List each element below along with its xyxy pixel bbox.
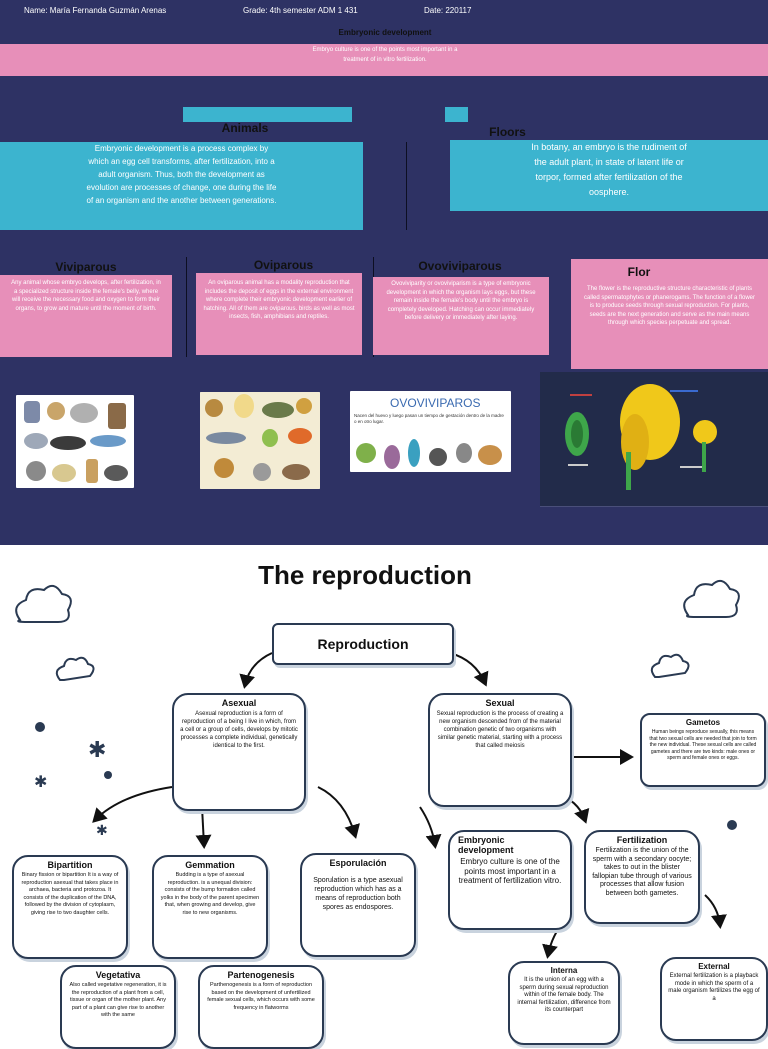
sexual-node: Sexual Sexual reproduction is the proces… <box>428 693 572 807</box>
intro-text: Embryo culture is one of the points most… <box>312 47 458 63</box>
esporulacion-text: Sporulation is a type asexual reproducti… <box>313 877 403 911</box>
esporulacion-title: Esporulación <box>329 858 387 868</box>
vegetativa-text: Also called vegetative regeneration, it … <box>69 982 167 1018</box>
embryonic-development-slide: Name: María Fernanda Guzmán Arenas Grade… <box>0 0 768 545</box>
diagram-connectors: ✱ ✱ ✱ <box>15 579 740 959</box>
asexual-title: Asexual <box>221 698 257 708</box>
dot-icon <box>35 722 45 732</box>
oviparous-text: An oviparous animal has a modality repro… <box>203 280 355 320</box>
oviparous-box: An oviparous animal has a modality repro… <box>196 273 362 355</box>
floors-tab <box>445 107 468 122</box>
esporulacion-node: Esporulación Sporulation is a type asexu… <box>300 853 416 957</box>
floors-label: Floors <box>489 125 526 139</box>
star-icon: ✱ <box>96 823 108 839</box>
partenogenesis-node: Partenogenesis Parthenogenesis is a form… <box>198 965 324 1049</box>
animals-text: Embryonic development is a process compl… <box>86 144 277 205</box>
floors-text: In botany, an embryo is the rudiment of … <box>531 142 687 197</box>
embryonic-text: Embryo culture is one of the points most… <box>458 857 562 885</box>
fertilization-title: Fertilization <box>616 835 668 845</box>
viviparous-box: Any animal whose embryo develops, after … <box>0 275 172 357</box>
intro-bar <box>0 44 768 76</box>
oviparous-animals-image <box>200 392 320 489</box>
embryonic-node: Embryonic development Embryo culture is … <box>448 830 572 930</box>
partenogenesis-text: Parthenogenesis is a form of reproductio… <box>207 982 315 1011</box>
cloud-icon <box>683 579 740 618</box>
animals-tab <box>183 107 352 122</box>
divider-line <box>406 142 407 230</box>
diagram-title: The reproduction <box>258 560 472 590</box>
interna-text: It is the union of an egg with a sperm d… <box>517 977 611 1013</box>
ovoviviparos-caption: Nacen del huevo y luego pasan un tiempo … <box>354 413 504 424</box>
divider-line <box>540 506 768 507</box>
ovoviviparous-animals-image: OVOVIVIPAROS Nacen del huevo y luego pas… <box>350 391 511 472</box>
flower-illustration-icon <box>565 384 717 490</box>
viviparous-text: Any animal whose embryo develops, after … <box>11 280 161 312</box>
bipartition-title: Bipartition <box>47 860 93 870</box>
asexual-node: Asexual Asexual reproduction is a form o… <box>172 693 306 811</box>
bipartition-text: Binary fission or bipartition It is a wa… <box>21 872 119 916</box>
flor-text: The flower is the reproductive structure… <box>584 286 755 326</box>
vegetativa-title: Vegetativa <box>95 970 141 980</box>
floors-panel: In botany, an embryo is the rudiment of … <box>450 140 768 211</box>
star-icon: ✱ <box>34 772 47 791</box>
gametos-text: Human beings reproduce sexually, this me… <box>649 729 757 761</box>
flor-label: Flor <box>627 265 651 279</box>
gametos-node: Gametos Human beings reproduce sexually,… <box>640 713 766 787</box>
embryonic-title: Embryonic development <box>458 835 514 855</box>
animals-label: Animals <box>221 121 269 135</box>
fertilization-node: Fertilization Fertilization is the union… <box>584 830 700 924</box>
date-label: Date: 220117 <box>424 6 472 15</box>
cloud-icon <box>55 656 95 681</box>
asexual-text: Asexual reproduction is a form of reprod… <box>180 711 298 749</box>
oviparous-label: Oviparous <box>253 258 314 272</box>
dot-icon <box>104 771 112 779</box>
cloud-icon <box>15 584 72 623</box>
gemmation-title: Gemmation <box>185 860 235 870</box>
partenogenesis-title: Partenogenesis <box>227 970 295 980</box>
bipartition-node: Bipartition Binary fission or bipartitio… <box>12 855 128 959</box>
viviparous-label: Viviparous <box>55 260 117 274</box>
gametos-title: Gametos <box>685 718 721 727</box>
flower-diagram-image <box>540 372 768 506</box>
star-icon: ✱ <box>88 738 106 763</box>
reproduction-node: Reproduction <box>272 623 454 665</box>
animals-panel: Embryonic development is a process compl… <box>0 142 363 230</box>
slide-title: Embryonic development <box>338 28 432 37</box>
grade-label: Grade: 4th semester ADM 1 431 <box>243 6 358 15</box>
external-node: External External fertilization is a pla… <box>660 957 768 1041</box>
cloud-icon <box>650 653 690 678</box>
divider-line <box>186 257 187 357</box>
oviparous-illustration-icon <box>200 392 320 489</box>
sexual-title: Sexual <box>485 698 515 708</box>
animals-illustration-icon <box>24 401 128 483</box>
gemmation-text: Budding is a type of asexual reproductio… <box>160 872 260 916</box>
viviparous-animals-image <box>16 395 134 488</box>
ovoviviparous-illustration-icon <box>356 439 502 469</box>
interna-node: Interna It is the union of an egg with a… <box>508 961 620 1045</box>
gemmation-node: Gemmation Budding is a type of asexual r… <box>152 855 268 959</box>
fertilization-text: Fertilization is the union of the sperm … <box>592 847 692 897</box>
external-text: External fertilization is a playback mod… <box>668 973 760 1002</box>
dot-icon <box>727 820 737 830</box>
sexual-text: Sexual reproduction is the process of cr… <box>436 711 564 749</box>
ovoviviparous-box: Ovoviviparity or ovoviviparism is a type… <box>373 277 549 355</box>
flor-box: The flower is the reproductive structure… <box>571 259 768 369</box>
ovoviviparous-text: Ovoviviparity or ovoviviparism is a type… <box>386 281 536 321</box>
external-title: External <box>698 962 730 971</box>
ovoviviparos-banner: OVOVIVIPAROS <box>390 396 481 410</box>
vegetativa-node: Vegetativa Also called vegetative regene… <box>60 965 176 1049</box>
ovoviviparous-label: Ovoviviparous <box>418 259 502 273</box>
interna-title: Interna <box>550 966 578 975</box>
student-name: Name: María Fernanda Guzmán Arenas <box>24 6 167 15</box>
reproduction-label: Reproduction <box>317 636 409 652</box>
reproduction-diagram: ✱ ✱ ✱ The reproduction Reproduction Asex… <box>0 545 768 1049</box>
